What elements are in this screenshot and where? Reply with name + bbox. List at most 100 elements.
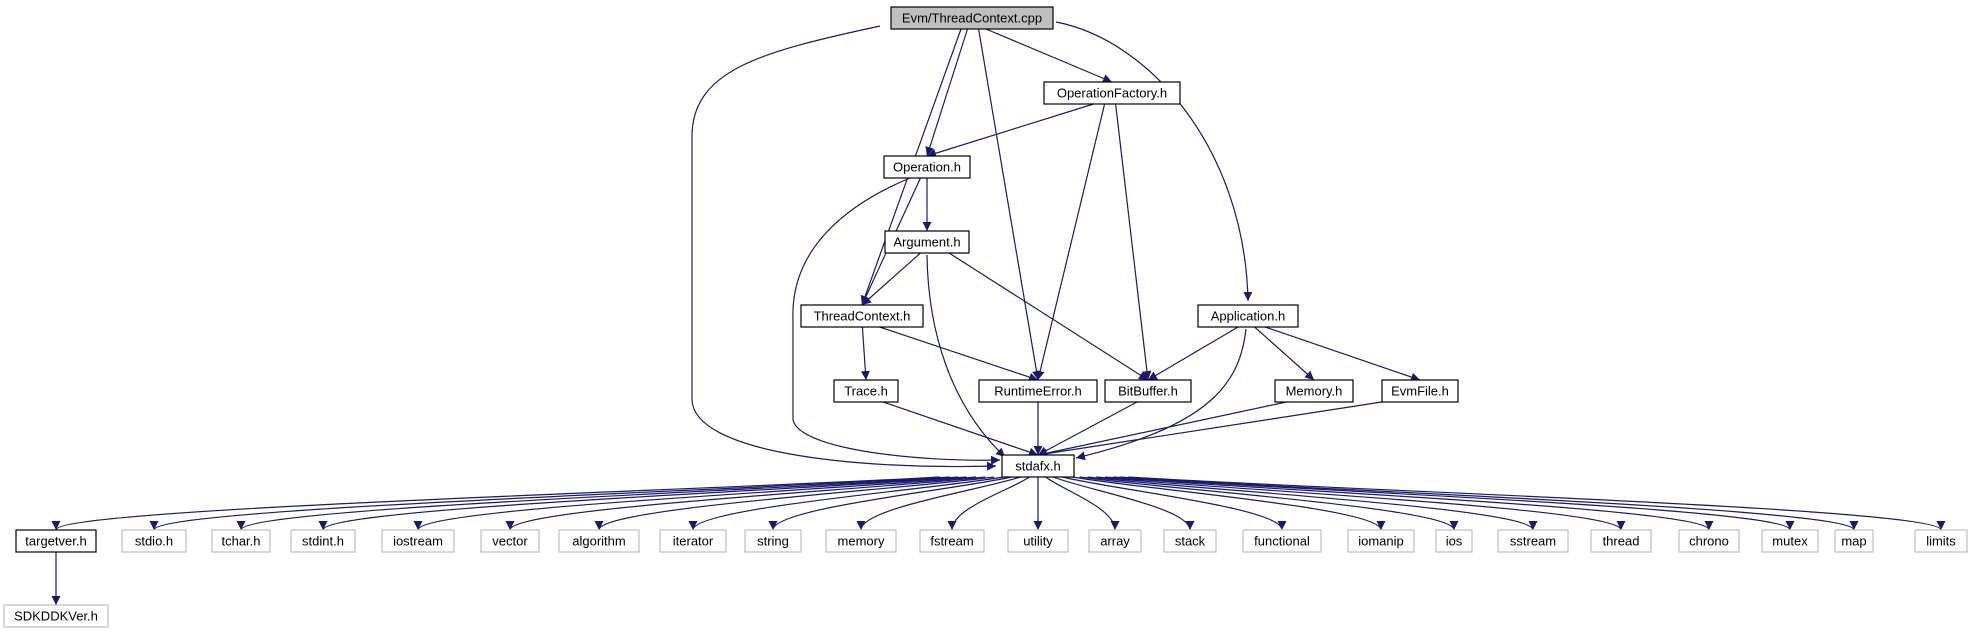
edge-memory-h-to-stdafx <box>1037 401 1287 458</box>
node-utility[interactable]: utility <box>1007 529 1069 553</box>
node-operationfactory-h[interactable]: OperationFactory.h <box>1043 81 1181 105</box>
edge-argument-to-threadctx <box>861 252 921 306</box>
node-box <box>1497 529 1569 553</box>
node-label: iostream <box>393 534 443 549</box>
node-thread[interactable]: thread <box>1590 529 1652 553</box>
node-label: Application.h <box>1211 309 1285 324</box>
node-bitbuffer-h[interactable]: BitBuffer.h <box>1104 379 1192 403</box>
node-label: algorithm <box>572 534 625 549</box>
node-sstream[interactable]: sstream <box>1497 529 1569 553</box>
node-iomanip[interactable]: iomanip <box>1347 529 1415 553</box>
node-label: iomanip <box>1358 534 1404 549</box>
node-box <box>1088 529 1142 553</box>
edge-stdafx-to-stdint <box>318 476 967 531</box>
node-box <box>1007 529 1069 553</box>
edge-bitbuffer-to-stdafx <box>1037 401 1138 456</box>
node-ios[interactable]: ios <box>1435 529 1473 553</box>
node-fstream[interactable]: fstream <box>919 529 985 553</box>
node-trace-h[interactable]: Trace.h <box>833 379 899 403</box>
node-string[interactable]: string <box>744 529 802 553</box>
node-mutex[interactable]: mutex <box>1761 529 1819 553</box>
node-iostream[interactable]: iostream <box>381 529 455 553</box>
node-box <box>1242 529 1322 553</box>
node-label: BitBuffer.h <box>1118 384 1178 399</box>
edge-root-to-runtime <box>978 28 1041 381</box>
node-stack[interactable]: stack <box>1163 529 1217 553</box>
node-functional[interactable]: functional <box>1242 529 1322 553</box>
edge-root-to-application <box>1055 21 1253 302</box>
node-box <box>211 529 271 553</box>
edge-stdafx-to-algorithm <box>594 476 995 531</box>
edge-root-to-opfactory <box>985 28 1113 83</box>
node-box <box>1761 529 1819 553</box>
edge-stdafx-to-memory <box>856 476 1021 531</box>
node-stdint-h[interactable]: stdint.h <box>290 529 356 553</box>
node-box <box>833 379 899 403</box>
node-vector[interactable]: vector <box>480 529 540 553</box>
node-label: memory <box>838 534 885 549</box>
node-memory-h[interactable]: Memory.h <box>1274 379 1354 403</box>
node-box <box>744 529 802 553</box>
node-box <box>825 529 897 553</box>
edge-argument-to-stdafx <box>926 254 1006 458</box>
node-label: utility <box>1023 534 1053 549</box>
node-memory[interactable]: memory <box>825 529 897 553</box>
node-box <box>1274 379 1354 403</box>
node-threadcontext-h[interactable]: ThreadContext.h <box>800 304 924 328</box>
node-sdkddkver-h[interactable]: SDKDDKVer.h <box>3 604 109 628</box>
edge-stdafx-to-chrono <box>1105 476 1714 531</box>
edge-stdafx-to-fstream <box>947 476 1030 531</box>
node-box <box>1197 304 1299 328</box>
node-label: fstream <box>930 534 973 549</box>
node-evmfile-h[interactable]: EvmFile.h <box>1381 379 1459 403</box>
edge-stdafx-to-targetver <box>51 476 940 531</box>
node-application-h[interactable]: Application.h <box>1197 304 1299 328</box>
edge-application-to-stdafx <box>1075 328 1247 461</box>
node-label: iterator <box>673 534 714 549</box>
node-box <box>919 529 985 553</box>
node-box <box>884 230 970 254</box>
edge-threadctx-to-trace <box>860 326 870 381</box>
node-box <box>1381 379 1459 403</box>
node-limits[interactable]: limits <box>1914 529 1968 553</box>
node-stdafx-h[interactable]: stdafx.h <box>1001 454 1075 478</box>
edge-opfactory-to-runtime <box>1035 103 1106 381</box>
edge-stdafx-to-vector <box>505 476 986 531</box>
node-iterator[interactable]: iterator <box>659 529 727 553</box>
node-box <box>1914 529 1968 553</box>
node-array[interactable]: array <box>1088 529 1142 553</box>
node-label: string <box>757 534 789 549</box>
node-box <box>1043 81 1181 105</box>
edge-evmfile-to-stdafx <box>1037 401 1382 459</box>
node-map[interactable]: map <box>1834 529 1874 553</box>
node-runtimeerror-h[interactable]: RuntimeError.h <box>978 379 1098 403</box>
node-chrono[interactable]: chrono <box>1678 529 1740 553</box>
edge-stdafx-to-string <box>768 476 1012 531</box>
node-label: functional <box>1254 534 1310 549</box>
node-argument-h[interactable]: Argument.h <box>884 230 970 254</box>
node-box <box>1104 379 1192 403</box>
edge-stdafx-to-ios <box>1079 476 1459 531</box>
node-box <box>978 379 1098 403</box>
node-stdio-h[interactable]: stdio.h <box>121 529 187 553</box>
node-box <box>3 604 109 628</box>
node-targetver-h[interactable]: targetver.h <box>15 529 97 553</box>
node-box <box>558 529 640 553</box>
edge-stdafx-to-array <box>1045 476 1120 531</box>
node-label: tchar.h <box>221 534 260 549</box>
node-box <box>290 529 356 553</box>
node-label: Argument.h <box>893 235 960 250</box>
node-layer: Evm/ThreadContext.cppOperationFactory.hO… <box>3 6 1968 628</box>
node-box <box>1435 529 1473 553</box>
node-evm-threadcontext-cpp[interactable]: Evm/ThreadContext.cpp <box>890 6 1054 30</box>
node-algorithm[interactable]: algorithm <box>558 529 640 553</box>
node-label: array <box>1100 534 1130 549</box>
node-tchar-h[interactable]: tchar.h <box>211 529 271 553</box>
edge-stdafx-to-functional <box>1062 476 1287 531</box>
node-operation-h[interactable]: Operation.h <box>883 155 971 179</box>
node-box <box>1590 529 1652 553</box>
node-label: Trace.h <box>844 384 888 399</box>
node-label: Operation.h <box>893 160 961 175</box>
edge-opfactory-to-bitbuffer <box>1115 103 1152 381</box>
node-label: stdafx.h <box>1015 459 1061 474</box>
